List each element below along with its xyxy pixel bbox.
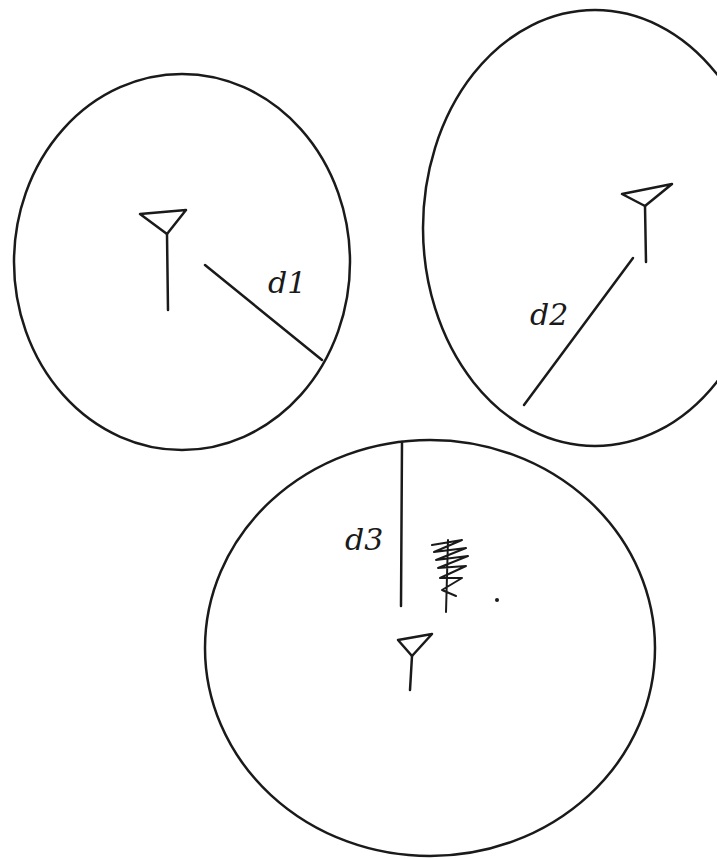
radius-line bbox=[524, 258, 633, 405]
antenna-symbol bbox=[140, 210, 186, 234]
radius-label: d2 bbox=[530, 300, 568, 330]
antenna-symbol bbox=[622, 184, 672, 206]
antenna-mast bbox=[645, 206, 646, 262]
antenna-symbol bbox=[398, 634, 432, 656]
cell-outline bbox=[423, 10, 717, 446]
radius-label: d1 bbox=[268, 268, 306, 298]
radius-line bbox=[401, 442, 402, 606]
scribble bbox=[432, 540, 468, 612]
cell-outline bbox=[14, 74, 350, 450]
antenna-mast bbox=[167, 234, 168, 310]
radius-line bbox=[205, 265, 322, 360]
antenna-mast bbox=[410, 656, 412, 690]
radius-label: d3 bbox=[345, 525, 383, 555]
dot bbox=[495, 598, 499, 602]
cell-outline bbox=[205, 440, 655, 856]
